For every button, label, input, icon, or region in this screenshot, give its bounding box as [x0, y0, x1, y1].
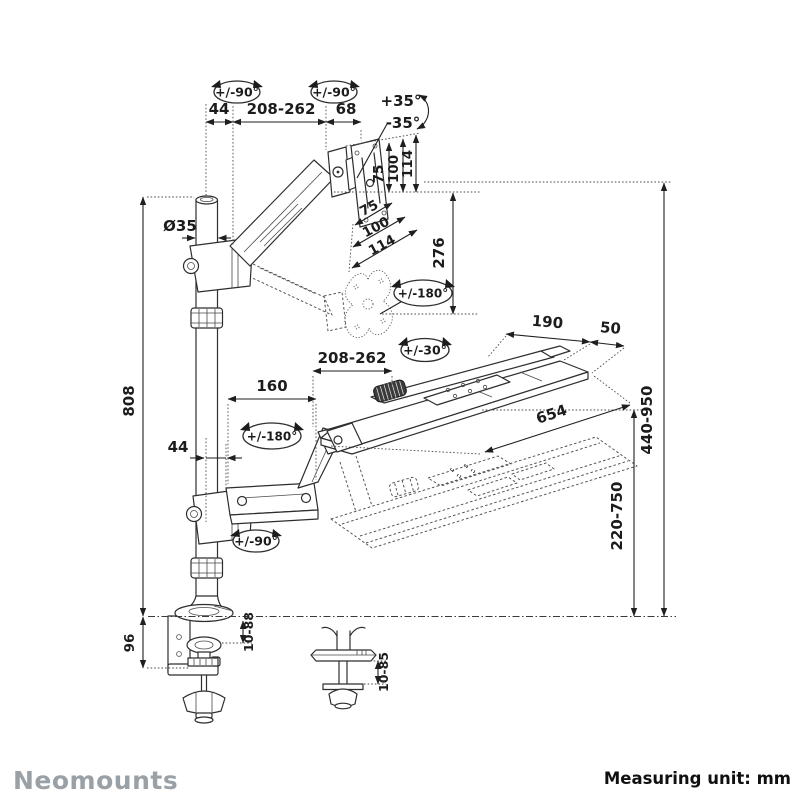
dim-vesa-v-100: 100: [386, 155, 402, 183]
tray-spring: [373, 379, 407, 403]
dim-vesa-v-114: 114: [400, 150, 416, 178]
measuring-unit-note: Measuring unit: mm: [604, 769, 791, 788]
tray-mount-plate: [423, 374, 511, 406]
desk-clamp: [167, 615, 226, 724]
dim-monitor-height-range: 440-950: [638, 386, 656, 455]
dim-pole-diameter: Ø35: [163, 217, 197, 235]
dim-lower-arm-reach: 208-262: [318, 349, 387, 367]
dim-grommet-desk-thickness: 10-85: [376, 652, 391, 692]
clamp-knob: [182, 690, 226, 715]
rotation-badge-tray-swivel: +/-180°: [240, 422, 304, 450]
dim-vesa-head-offset: 68: [336, 100, 357, 118]
dim-pole-height: 808: [120, 385, 138, 416]
dim-clamp-bracket-height: 96: [122, 634, 138, 653]
dim-tilt-down: -35°: [386, 114, 421, 132]
dim-tilt-up: +35°: [381, 92, 422, 110]
rotation-badge-monitor-rotation: +/-180°: [391, 279, 455, 307]
svg-text:+/-30°: +/-30°: [403, 343, 447, 358]
dimensions: 44 208-262 68 +35° -35° Ø35 75 100 114 7…: [120, 92, 668, 692]
clamp-lever-ring: [186, 636, 222, 654]
pole-base: [174, 595, 234, 623]
dim-clamp-desk-thickness: 10-88: [241, 612, 256, 652]
dim-upper-arm-reach: 208-262: [247, 100, 316, 118]
keyboard-tray: [320, 345, 589, 455]
extension-lines: [147, 104, 676, 685]
rotation-badge-lower-arm: +/-90°: [230, 529, 282, 553]
dim-vesa-h-75: 75: [357, 197, 381, 220]
dim-pole-to-lower-arm-offset: 44: [168, 438, 189, 456]
dim-tray-rear-depth: 190: [531, 312, 564, 333]
svg-text:+/-180°: +/-180°: [247, 430, 297, 444]
rotation-badge-pole-swivel: +/-90°: [211, 80, 263, 104]
ghost-upper-arm: [239, 257, 347, 332]
dim-monitor-drop: 276: [430, 237, 448, 268]
dim-pole-to-arm-offset: 44: [209, 100, 230, 118]
svg-text:+/-180°: +/-180°: [398, 287, 448, 301]
svg-text:+/-90°: +/-90°: [215, 85, 259, 100]
rotation-badge-tray-tilt: +/-30°: [398, 337, 452, 363]
svg-text:+/-90°: +/-90°: [234, 534, 278, 549]
brand-logo: Neomounts: [13, 766, 178, 795]
footer: Neomounts Measuring unit: mm: [13, 766, 791, 795]
dim-tray-rear-edge: 50: [599, 318, 621, 338]
dim-lower-forearm-length: 160: [256, 377, 287, 395]
dim-tray-width: 654: [534, 401, 569, 428]
ghost-keyboard-platform: [330, 436, 638, 549]
grommet-mount: [310, 626, 377, 710]
rotation-badge-monitor-pivot: +/-90°: [308, 80, 360, 104]
ghost-vesa-plate: [344, 269, 407, 338]
dim-tray-height-range: 220-750: [608, 482, 626, 551]
dim-vesa-v-75: 75: [371, 165, 387, 184]
svg-text:+/-90°: +/-90°: [312, 85, 356, 100]
